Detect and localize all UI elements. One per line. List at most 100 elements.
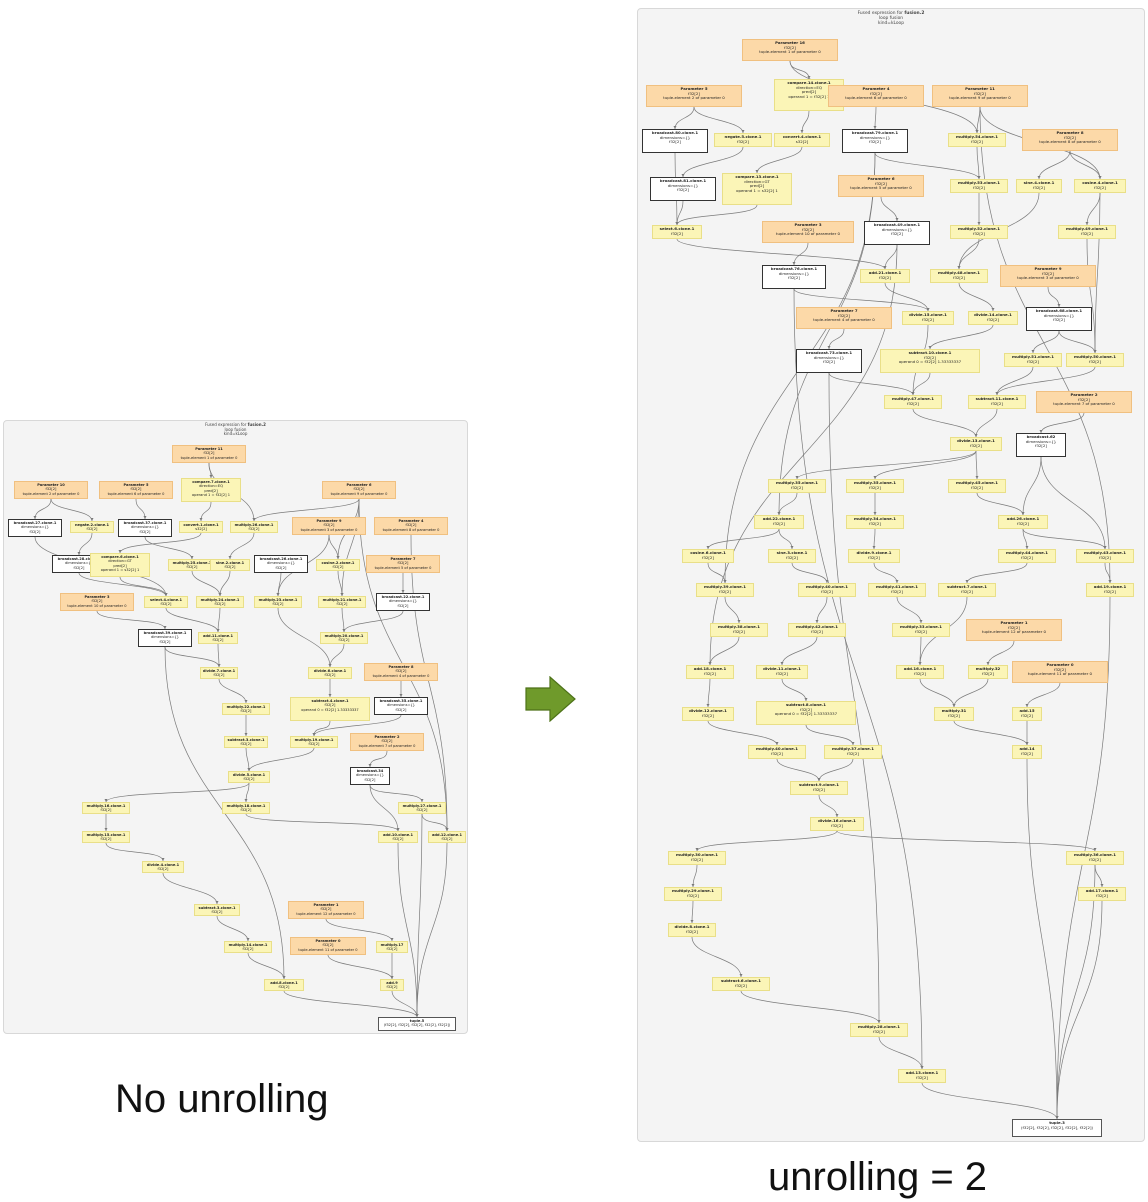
graph-node-detail: f32[2] xyxy=(773,520,785,526)
left-graph-title: Fused expression for fusion.2 loop fusio… xyxy=(205,422,266,437)
graph-edge-arrowhead xyxy=(244,733,248,736)
graph-node-detail: dimensions={} xyxy=(20,525,50,530)
graph-edge xyxy=(873,562,898,584)
graph-edge-arrowhead xyxy=(792,262,796,265)
graph-node-label: add.17.clone.1 xyxy=(1085,888,1119,893)
graph-edge xyxy=(327,954,393,980)
graph-node-label: subtract.7.clone.1 xyxy=(946,584,987,589)
graph-node-label: broadcast.39.clone.1 xyxy=(143,631,187,635)
graph-edge xyxy=(874,106,877,130)
graph-edge-arrowhead xyxy=(217,664,221,667)
graph-edge xyxy=(162,872,218,905)
graph-edge xyxy=(756,146,803,174)
graph-node-label: divide.7.clone.1 xyxy=(202,669,236,673)
graph-edge xyxy=(1026,758,1058,1120)
graph-edge xyxy=(1032,330,1060,354)
graph-edge xyxy=(975,408,998,438)
graph-edge xyxy=(1094,192,1101,354)
graph-node-detail: dimensions={} xyxy=(355,773,385,778)
graph-node-detail: f32[2] xyxy=(386,947,398,952)
graph-edge xyxy=(1022,528,1106,550)
graph-edge xyxy=(793,242,809,266)
graph-edge xyxy=(676,238,886,270)
graph-edge xyxy=(682,146,744,178)
graph-node-label: multiply.53.clone.1 xyxy=(958,180,1000,185)
graph-edge-arrowhead xyxy=(247,768,251,771)
graph-node-label: multiply.36.clone.1 xyxy=(1074,852,1116,857)
graph-node-label: convert.1.clone.1 xyxy=(183,523,219,527)
graph-node-detail: dimensions={} xyxy=(667,182,699,188)
graph-node-label: Parameter 1 xyxy=(313,903,339,907)
graph-node-detail: tuple-element 6 of parameter 0 xyxy=(107,491,165,496)
graph-node-label: subtract.9.clone.1 xyxy=(798,782,839,787)
graph-edge xyxy=(248,747,315,772)
graph-edge xyxy=(247,952,285,980)
graph-node-detail: f32[2] xyxy=(395,669,407,674)
graph-node-label: multiply.28.clone.1 xyxy=(858,1024,900,1029)
graph-edge-arrowhead xyxy=(1025,704,1029,707)
graph-node-detail: f32[2] xyxy=(1104,588,1116,594)
graph-node-detail: dimensions={} xyxy=(659,134,691,140)
graph-node-label: convert.4.clone.1 xyxy=(782,134,822,139)
graph-node-detail: f32[2] xyxy=(924,354,936,360)
graph-edge-arrowhead xyxy=(673,126,677,129)
graph-node-label: multiply.39.clone.1 xyxy=(704,584,746,589)
graph-node-label: Parameter 6 xyxy=(346,483,372,487)
graph-node-detail: (f32[2], f32[2], f32[2], f32[2], f32[2]) xyxy=(383,1023,451,1028)
graph-edge-arrowhead xyxy=(33,516,37,519)
graph-edge xyxy=(953,720,1028,746)
graph-node-detail: tuple-element 5 of parameter 0 xyxy=(374,565,432,570)
graph-node-detail: f32[2] xyxy=(879,274,891,280)
graph-edge xyxy=(200,501,212,522)
graph-node-detail: f32[2] xyxy=(1021,750,1033,756)
graph-node-detail: tuple-element 2 of parameter 0 xyxy=(22,491,80,496)
graph-edge-arrowhead xyxy=(118,550,122,553)
graph-edge xyxy=(283,990,418,1018)
graph-edge-arrowhead xyxy=(977,176,981,179)
graph-node-label: multiply.27.clone.1 xyxy=(402,804,442,808)
graph-node-detail: operand 1 = s32[2] 1 xyxy=(100,567,140,572)
graph-edge-arrowhead xyxy=(911,392,915,395)
graph-node-detail: f32[2] xyxy=(397,561,409,566)
graph-edge-arrowhead xyxy=(209,475,213,478)
graph-node-detail: tuple-element 8 of parameter 0 xyxy=(382,527,440,532)
graph-edge-arrowhead xyxy=(986,662,990,665)
graph-node-detail: tuple-element 4 of parameter 0 xyxy=(372,673,430,678)
graph-edge-arrowhead xyxy=(244,799,248,802)
graph-node-detail: f32[2] xyxy=(875,180,887,186)
graph-edge xyxy=(676,204,758,226)
graph-edge xyxy=(724,596,740,624)
graph-node-label: Parameter 10 xyxy=(37,483,65,487)
graph-edge-arrowhead xyxy=(161,858,165,861)
graph-edge-arrowhead xyxy=(1098,176,1102,179)
graph-edge xyxy=(1026,682,1061,708)
graph-node-detail: tuple-element 9 of parameter 0 xyxy=(330,491,388,496)
graph-edge xyxy=(313,714,402,737)
graph-node-detail: f32[2] xyxy=(441,837,453,842)
graph-edge xyxy=(987,640,1015,666)
graph-edge-arrowhead xyxy=(390,938,394,941)
graph-node-label: Parameter 5 xyxy=(680,86,708,91)
graph-node-label: multiply.40.clone.1 xyxy=(756,746,798,751)
